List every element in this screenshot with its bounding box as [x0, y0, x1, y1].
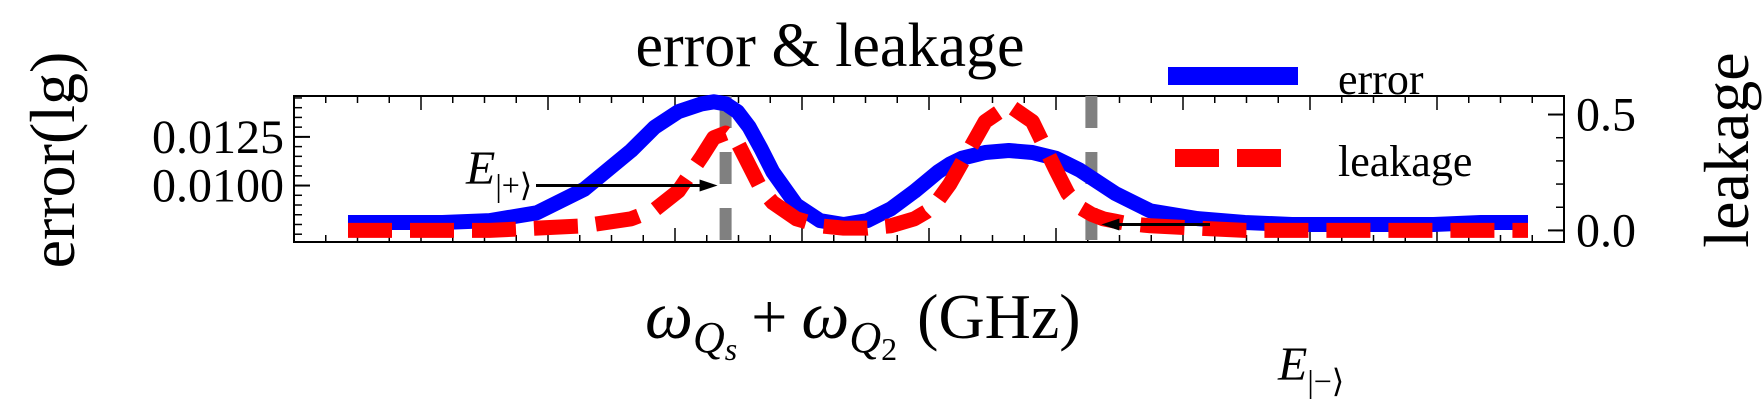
- x-label-sub-1: Q: [693, 313, 725, 362]
- arrow-e-plus-head: [699, 179, 718, 192]
- chart-title: error & leakage: [636, 12, 1025, 80]
- y-left-tick-label: 0.0100: [152, 160, 284, 213]
- x-label-subsub-2: 2: [881, 331, 897, 367]
- y-axis-label-right: leakage: [1691, 52, 1762, 247]
- x-label-omega-2: ω: [801, 277, 849, 353]
- x-axis-label: ωQs+ωQ2(GHz): [645, 277, 1081, 367]
- y-right-tick-label: 0.0: [1576, 204, 1636, 257]
- legend: error leakage: [1168, 55, 1472, 186]
- x-label-subsub-1: s: [725, 331, 737, 367]
- y-axis-label-left: error(lg): [17, 52, 88, 269]
- series-line-error: [348, 94, 1528, 232]
- y-right-tick-label: 0.5: [1576, 89, 1636, 142]
- y-left-tick-label: 0.0125: [152, 111, 284, 164]
- legend-label-leakage: leakage: [1338, 137, 1472, 186]
- x-label-unit: (GHz): [917, 281, 1080, 352]
- arrow-e-minus-head: [1101, 218, 1120, 231]
- x-label-plus: +: [751, 281, 787, 352]
- series-line-leakage: [348, 97, 1528, 238]
- annotation-e-plus-subscript: |+⟩: [495, 167, 532, 203]
- arrows-layer: [536, 179, 1210, 231]
- annotation-e-minus-subscript: |−⟩: [1307, 363, 1344, 399]
- x-label-omega-1: ω: [645, 277, 693, 353]
- x-label-sub-2: Q: [849, 313, 881, 362]
- annotation-e-minus-base: E: [1277, 338, 1307, 391]
- series-layer: [348, 94, 1528, 238]
- annotation-e-minus: E|−⟩: [1277, 338, 1344, 399]
- legend-label-error: error: [1338, 55, 1424, 104]
- annotation-e-plus-base: E: [465, 142, 495, 195]
- annotation-e-plus: E|+⟩: [465, 142, 532, 203]
